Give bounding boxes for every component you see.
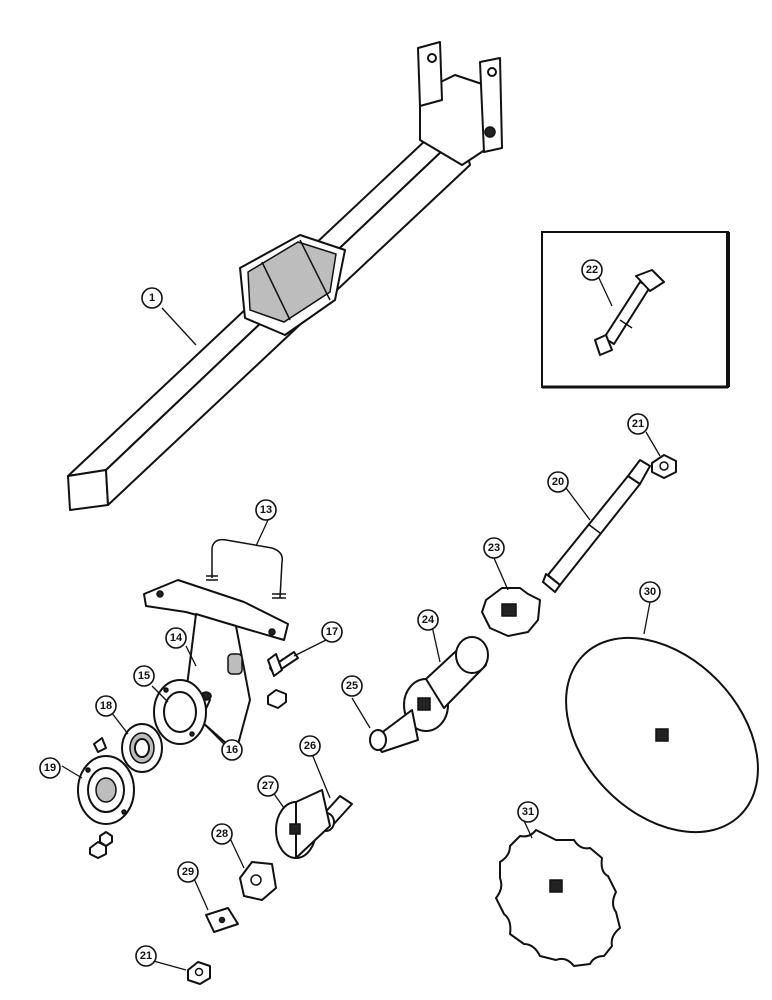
nut-part-21-upper xyxy=(651,454,677,479)
callout-label: 16 xyxy=(226,744,238,756)
callout-label: 30 xyxy=(644,586,656,598)
callout-label: 29 xyxy=(182,866,194,878)
callout-label: 19 xyxy=(44,762,56,774)
bolt-part-17 xyxy=(267,651,299,677)
callout-23: 23 xyxy=(483,537,505,559)
callout-1: 1 xyxy=(141,287,163,309)
callout-label: 24 xyxy=(422,614,435,626)
cone-part-25 xyxy=(369,709,419,753)
notched-disc-part-31 xyxy=(495,829,621,967)
callout-26: 26 xyxy=(299,735,321,757)
callout-19: 19 xyxy=(39,757,61,779)
cup-washer-part-27 xyxy=(275,789,331,859)
callout-label: 14 xyxy=(170,632,183,644)
washer-plate-part-29 xyxy=(205,907,239,933)
callout-20: 20 xyxy=(547,471,569,493)
callout-label: 27 xyxy=(262,780,274,792)
bearing-part-18 xyxy=(121,723,163,773)
spacer-part-23 xyxy=(481,587,541,637)
callout-27: 27 xyxy=(257,775,279,797)
callout-13: 13 xyxy=(255,499,277,521)
callout-18: 18 xyxy=(95,695,117,717)
callout-16: 16 xyxy=(221,739,243,761)
nut-bracket xyxy=(267,689,287,709)
callout-15: 15 xyxy=(133,665,155,687)
housing-part-19 xyxy=(77,737,135,859)
callout-label: 1 xyxy=(149,292,155,304)
callout-29: 29 xyxy=(177,861,199,883)
callout-30: 30 xyxy=(639,581,661,603)
callout-label: 28 xyxy=(216,828,228,840)
callout-label: 13 xyxy=(260,504,272,516)
callout-label: 21 xyxy=(632,418,644,430)
callout-22: 22 xyxy=(581,259,603,281)
callout-label: 25 xyxy=(346,680,358,692)
callout-label: 31 xyxy=(522,806,534,818)
callout-label: 23 xyxy=(488,542,500,554)
u-bolt-part-13 xyxy=(206,538,286,599)
callout-label: 20 xyxy=(552,476,564,488)
callout-25: 25 xyxy=(341,675,363,697)
flange-part-15 xyxy=(153,679,207,745)
callout-17: 17 xyxy=(321,621,343,643)
disc-blade-part-30 xyxy=(565,636,759,834)
callout-28: 28 xyxy=(211,823,233,845)
callout-label: 17 xyxy=(326,626,338,638)
callout-21-upper: 21 xyxy=(627,413,649,435)
callout-31: 31 xyxy=(517,801,539,823)
callout-label: 21 xyxy=(140,950,152,962)
gang-bar-part-1 xyxy=(67,41,503,511)
callout-label: 18 xyxy=(100,700,112,712)
callout-label: 22 xyxy=(586,264,598,276)
callout-14: 14 xyxy=(165,627,187,649)
callout-24: 24 xyxy=(417,609,439,631)
spool-part-24 xyxy=(403,636,489,732)
bumper-part-28 xyxy=(239,861,277,901)
callout-label: 26 xyxy=(304,740,316,752)
callout-21-lower: 21 xyxy=(135,945,157,967)
shaft-part-20 xyxy=(542,459,651,593)
inset-box-part-22 xyxy=(541,231,730,389)
nut-part-21-lower xyxy=(187,961,211,985)
callout-label: 15 xyxy=(138,670,150,682)
